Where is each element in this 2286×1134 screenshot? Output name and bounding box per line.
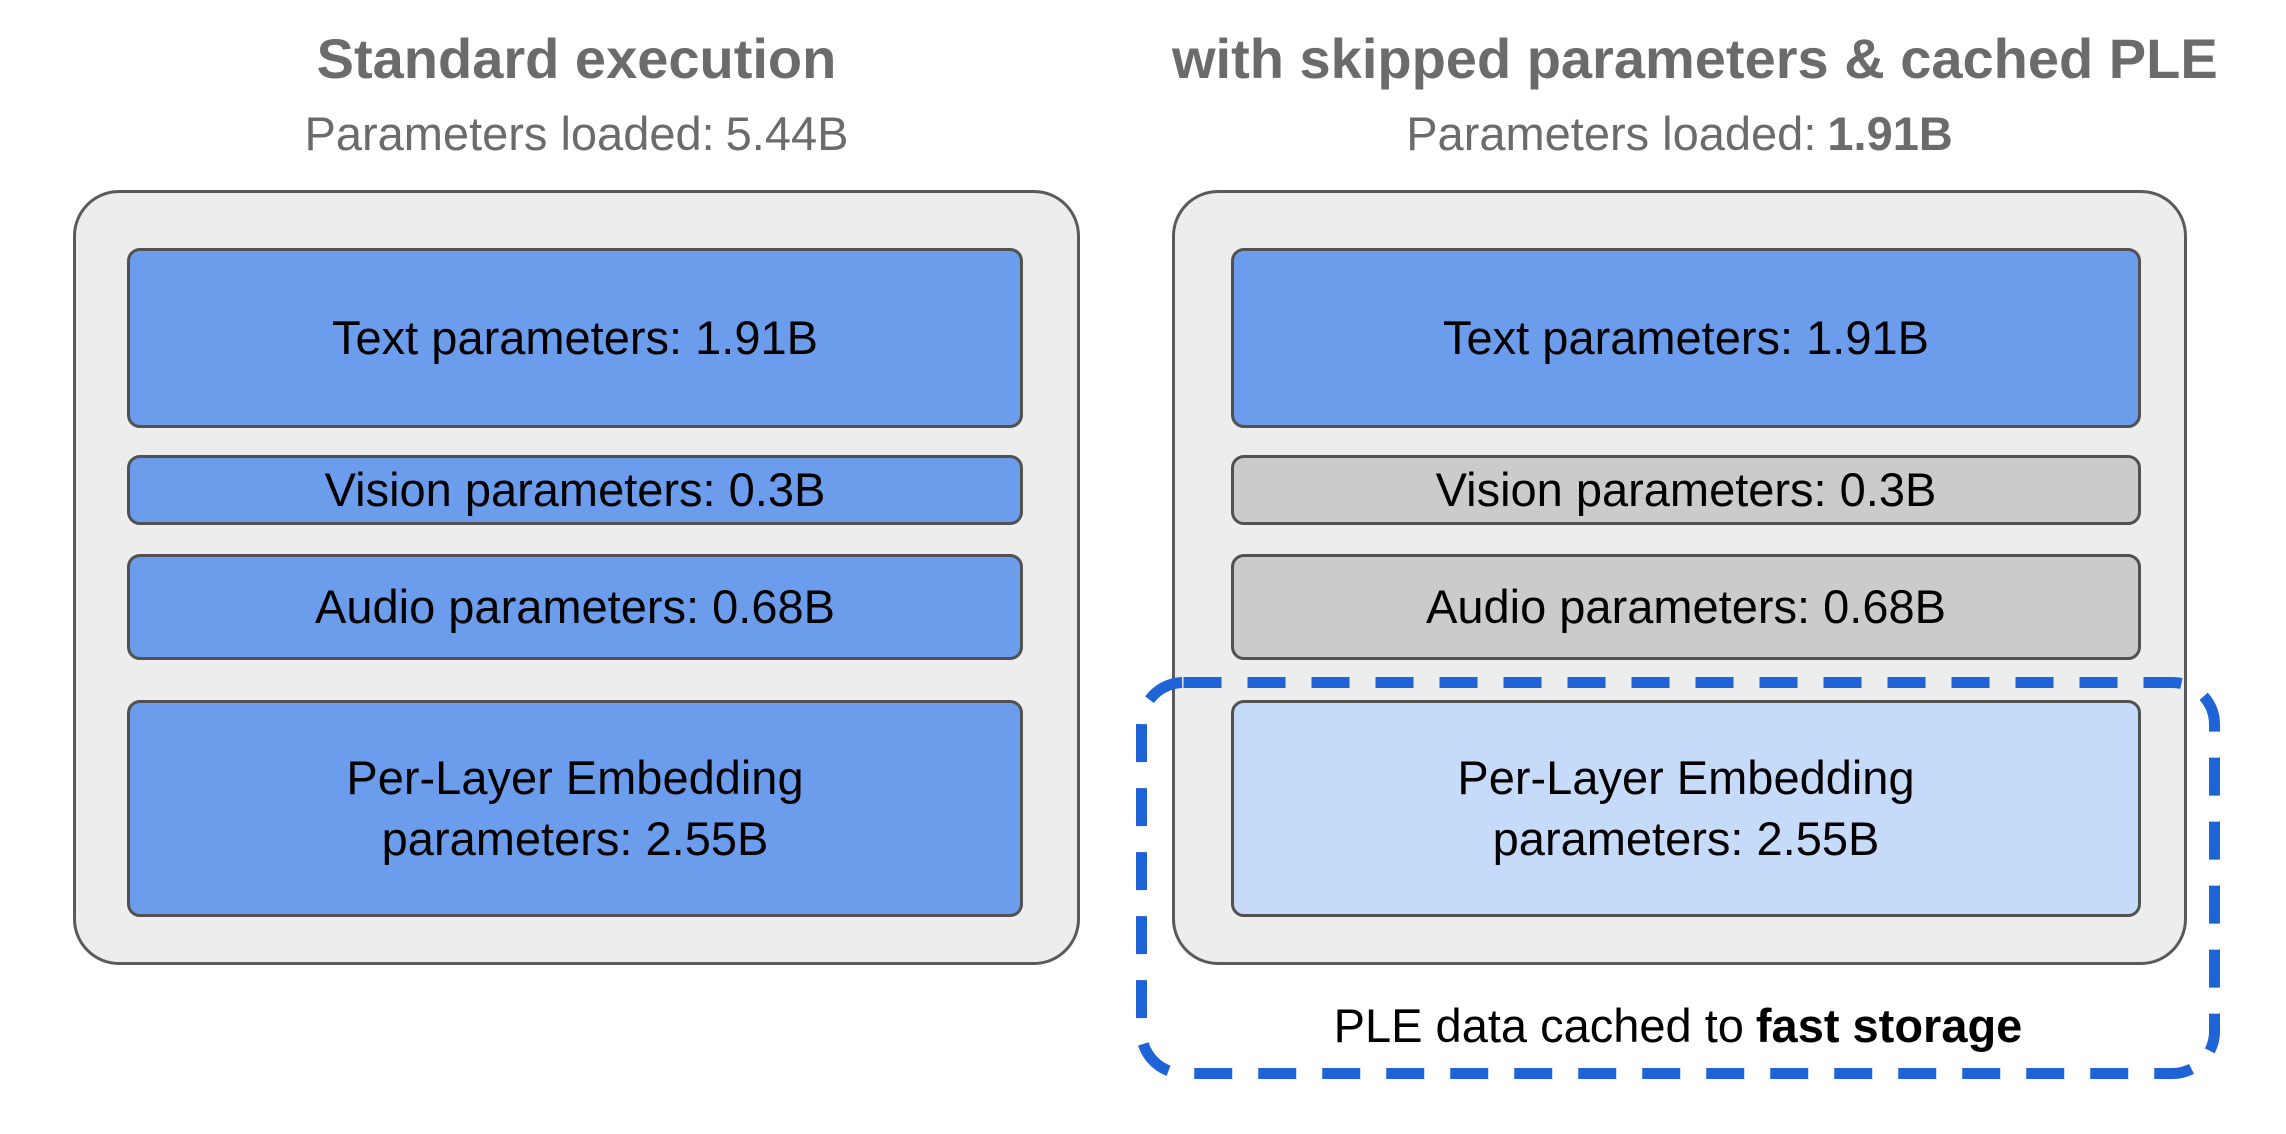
left-box-vision-parameters: Vision parameters: 0.3B — [127, 455, 1023, 525]
left-panel-subtitle: Parameters loaded:5.44B — [73, 106, 1080, 161]
right-panel-subtitle: Parameters loaded:1.91B — [1172, 106, 2187, 161]
right-box-text-parameters-label: Text parameters: 1.91B — [1443, 310, 1929, 364]
left-box-audio-parameters: Audio parameters: 0.68B — [127, 554, 1023, 660]
right-box-ple-parameters-label: Per-Layer Embedding parameters: 2.55B — [1457, 751, 1915, 865]
left-box-audio-parameters-label: Audio parameters: 0.68B — [315, 579, 835, 633]
right-box-text-parameters: Text parameters: 1.91B — [1231, 248, 2141, 428]
right-subtitle-value: 1.91B — [1827, 107, 1953, 160]
right-subtitle-label: Parameters loaded: — [1406, 107, 1817, 160]
right-box-vision-parameters-skipped: Vision parameters: 0.3B — [1231, 455, 2141, 525]
right-box-vision-parameters-label: Vision parameters: 0.3B — [1435, 462, 1937, 516]
left-box-ple-parameters-label: Per-Layer Embedding parameters: 2.55B — [346, 751, 804, 865]
left-box-vision-parameters-label: Vision parameters: 0.3B — [324, 462, 826, 516]
ple-cache-caption-regular: PLE data cached to — [1333, 999, 1744, 1052]
right-box-audio-parameters-skipped: Audio parameters: 0.68B — [1231, 554, 2141, 660]
left-box-text-parameters-label: Text parameters: 1.91B — [332, 310, 818, 364]
ple-cache-caption-bold: fast storage — [1755, 999, 2023, 1052]
left-subtitle-label: Parameters loaded: — [304, 107, 715, 160]
left-box-text-parameters: Text parameters: 1.91B — [127, 248, 1023, 428]
left-box-ple-parameters: Per-Layer Embedding parameters: 2.55B — [127, 700, 1023, 917]
left-subtitle-value: 5.44B — [725, 107, 849, 160]
right-panel-title: with skipped parameters & cached PLE — [1172, 27, 2218, 90]
right-box-audio-parameters-label: Audio parameters: 0.68B — [1426, 579, 1946, 633]
right-box-ple-parameters-cached: Per-Layer Embedding parameters: 2.55B — [1231, 700, 2141, 917]
left-panel-title: Standard execution — [316, 27, 837, 90]
